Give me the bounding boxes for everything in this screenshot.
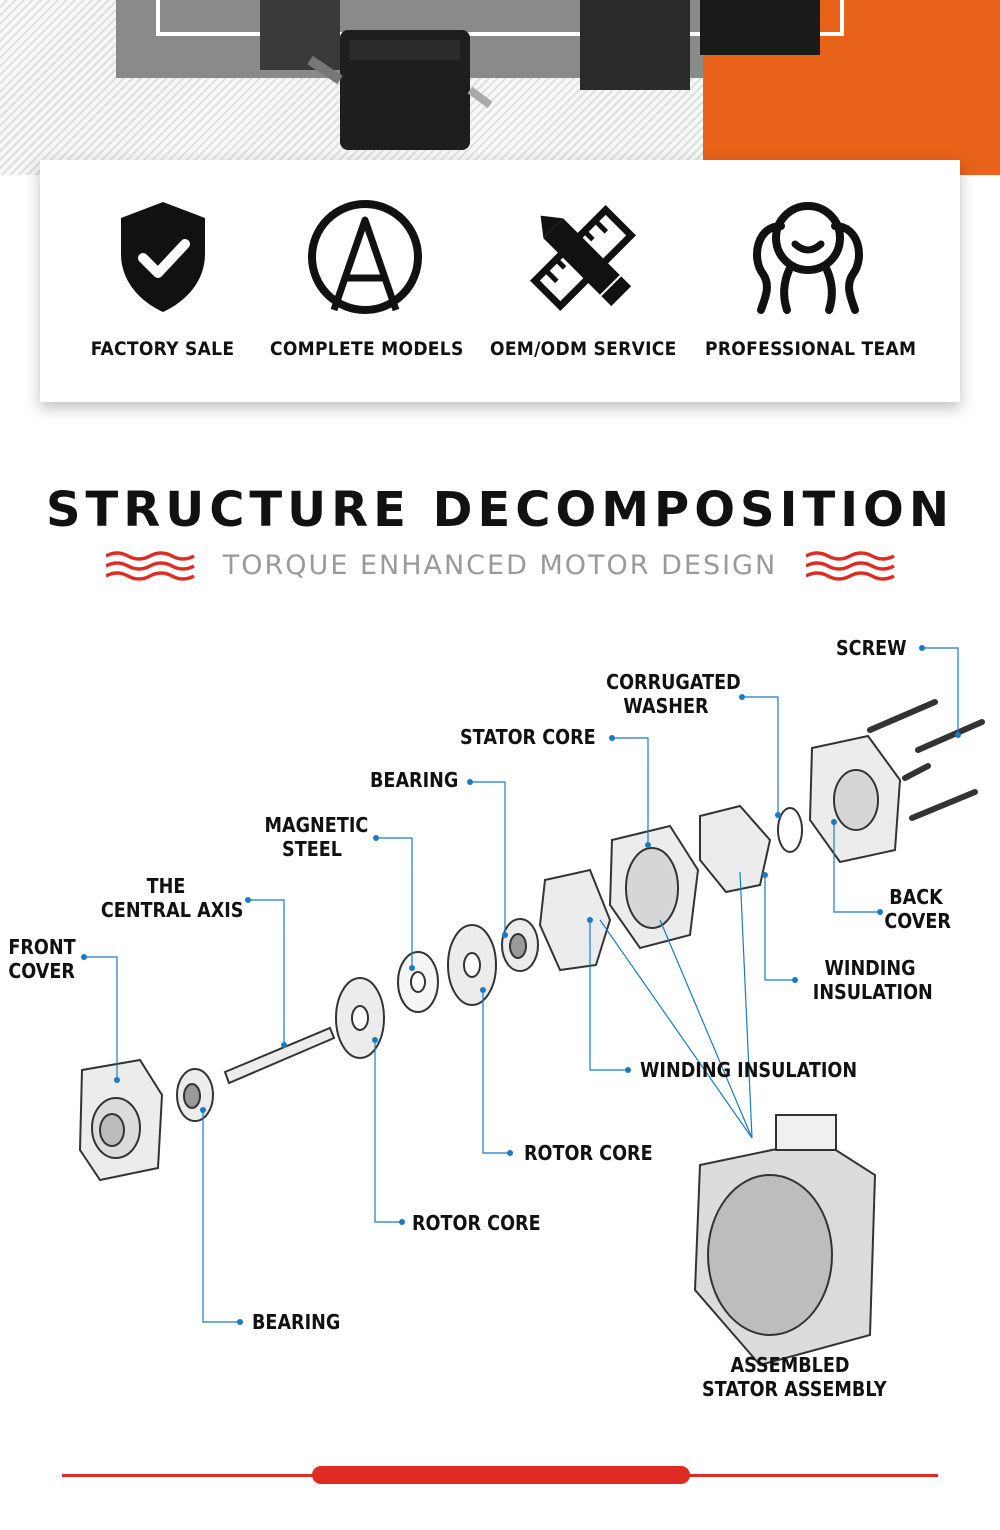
banner-frame bbox=[156, 0, 844, 36]
screws-part bbox=[867, 699, 985, 821]
letter-a-circle-icon bbox=[308, 200, 422, 314]
label-stator-core: STATOR CORE bbox=[460, 725, 596, 749]
motor-photo bbox=[260, 0, 820, 150]
feature-factory-sale: FACTORY SALE bbox=[80, 160, 245, 402]
rotor-core-part-1 bbox=[335, 977, 385, 1059]
back-cover-part bbox=[808, 734, 902, 864]
label-rotor-core-2: ROTOR CORE bbox=[412, 1211, 541, 1235]
label-bearing-top: BEARING bbox=[370, 768, 459, 792]
front-cover-part bbox=[78, 1058, 164, 1182]
stator-core-part bbox=[608, 824, 700, 950]
assembled-stator-part bbox=[693, 1114, 877, 1367]
wave-decoration-left bbox=[106, 551, 195, 581]
pencil-ruler-icon bbox=[529, 204, 636, 312]
wave-decoration-right bbox=[806, 551, 895, 581]
corrugated-washer-part bbox=[777, 807, 803, 853]
exploded-motor-diagram bbox=[78, 645, 985, 1367]
label-winding-insulation: WINDING INSULATION bbox=[640, 1058, 858, 1082]
team-people-icon bbox=[752, 202, 863, 314]
bearing-part-left bbox=[176, 1068, 214, 1122]
feature-label: OEM/ODM SERVICE bbox=[490, 338, 677, 360]
magnetic-steel-part bbox=[397, 951, 439, 1013]
feature-complete-models: COMPLETE MODELS bbox=[270, 160, 464, 402]
label-screw: SCREW bbox=[836, 636, 907, 660]
label-bearing-bottom: BEARING bbox=[252, 1310, 341, 1334]
feature-label: COMPLETE MODELS bbox=[270, 338, 464, 360]
central-axis-part bbox=[223, 1026, 336, 1085]
rotor-core-part-2 bbox=[447, 924, 497, 1006]
winding-insulation-part-right bbox=[699, 804, 772, 894]
section-title: STRUCTURE DECOMPOSITION bbox=[45, 482, 955, 538]
label-rotor-core-1: ROTOR CORE bbox=[524, 1141, 653, 1165]
shield-check-icon bbox=[120, 202, 205, 312]
section-subtitle: TORQUE ENHANCED MOTOR DESIGN bbox=[222, 550, 778, 581]
features-card: FACTORY SALE COMPLETE MODELS OEM/ODM SE bbox=[40, 160, 960, 402]
feature-label: FACTORY SALE bbox=[90, 338, 235, 360]
bearing-part-right bbox=[501, 918, 539, 972]
feature-label: PROFESSIONAL TEAM bbox=[705, 338, 917, 360]
feature-oem-odm-service: OEM/ODM SERVICE bbox=[490, 160, 677, 402]
bottom-divider-pill bbox=[312, 1466, 690, 1484]
winding-insulation-part-left bbox=[538, 868, 612, 972]
feature-professional-team: PROFESSIONAL TEAM bbox=[705, 160, 917, 402]
product-banner bbox=[0, 0, 1000, 175]
